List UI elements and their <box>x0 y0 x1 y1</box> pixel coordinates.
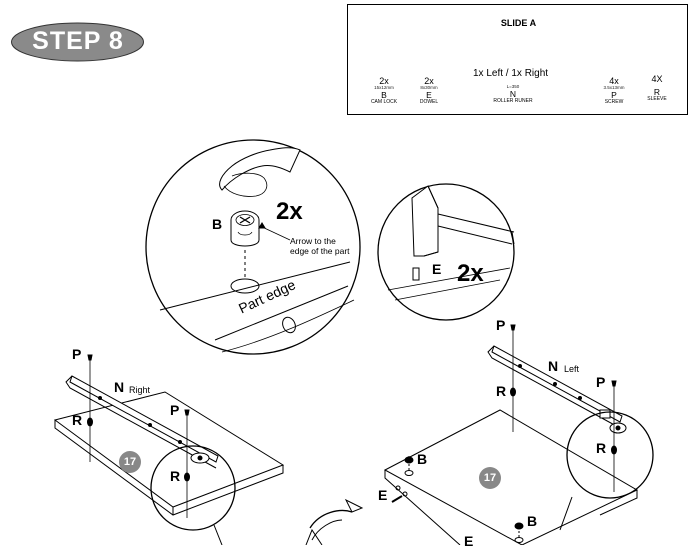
part-code: B <box>381 90 387 101</box>
left-panel-badge: 17 <box>119 451 141 473</box>
dowel-detail <box>377 183 515 321</box>
part-dim: 3.5x13mm <box>603 85 625 91</box>
right-panel-assembly <box>305 324 654 545</box>
cam-detail-note: Arrow to the edge of the part <box>290 236 380 257</box>
right-screw-label-2: P <box>596 374 606 390</box>
left-sleeve-label-1: R <box>72 412 83 428</box>
part-name: ROLLER RUNER <box>493 97 533 104</box>
part-dim: 15x12mm <box>374 85 394 91</box>
dowel-detail-qty: 2x <box>457 260 484 287</box>
part-qty: 4X <box>651 74 663 84</box>
part-sleeve: 4X R SLEEVE <box>642 74 672 103</box>
cam-detail-qty: 2x <box>276 198 303 225</box>
right-screw-label-1: P <box>496 317 506 333</box>
left-runner-side: Right <box>129 385 151 395</box>
cam-lock-detail <box>145 139 361 355</box>
part-code: N <box>509 88 517 99</box>
right-sleeve-label-2: R <box>596 440 607 456</box>
part-qty: 2x <box>379 76 389 86</box>
step-badge <box>11 22 144 62</box>
right-sleeve-label-1: R <box>496 383 507 399</box>
right-dowel-label-1: E <box>378 487 388 503</box>
part-name: CAM LOCK <box>370 99 398 106</box>
runner-caption: 1x Left / 1x Right <box>473 68 549 79</box>
cam-note-line1: Arrow to the <box>290 236 336 246</box>
part-dim: 8x30mm <box>420 85 438 91</box>
parts-box-title: SLIDE A <box>500 18 537 28</box>
part-name: DOWEL <box>419 99 439 106</box>
right-runner-side: Left <box>564 364 580 374</box>
left-screw-label-1: P <box>72 346 82 362</box>
part-roller-runner: L=350 N ROLLER RUNER <box>483 84 543 104</box>
right-dowel-label-2: E <box>464 533 474 549</box>
part-cam-lock: 2x 15x12mm B CAM LOCK <box>364 76 404 106</box>
part-code: R <box>653 87 661 98</box>
right-runner-label: N <box>548 358 559 374</box>
cam-detail-part-label: B <box>212 216 223 232</box>
right-cam-label-1: B <box>417 451 428 467</box>
right-cam-label-2: B <box>527 513 538 529</box>
part-dim: L=350 <box>506 84 520 89</box>
part-name: SLEEVE <box>647 96 667 103</box>
cam-note-line2: edge of the part <box>290 245 350 256</box>
part-name: SCREW <box>604 99 624 106</box>
parts-list-box: SLIDE A 1x Left / 1x Right 2x 15x12mm B … <box>347 4 688 115</box>
part-screw: 4x 3.5x13mm P SCREW <box>598 76 630 106</box>
left-panel-assembly <box>53 354 285 545</box>
part-code: P <box>611 90 617 101</box>
left-sleeve-label-2: R <box>170 468 181 484</box>
part-qty: 4x <box>609 76 619 86</box>
left-screw-label-2: P <box>170 402 180 418</box>
part-code: E <box>426 90 432 101</box>
right-panel-badge: 17 <box>479 467 501 489</box>
part-dowel: 2x 8x30mm E DOWEL <box>411 76 447 106</box>
part-qty: 2x <box>424 76 434 86</box>
step-label: STEP 8 <box>32 27 124 55</box>
dowel-detail-part-label: E <box>432 261 442 277</box>
left-runner-label: N <box>114 379 125 395</box>
